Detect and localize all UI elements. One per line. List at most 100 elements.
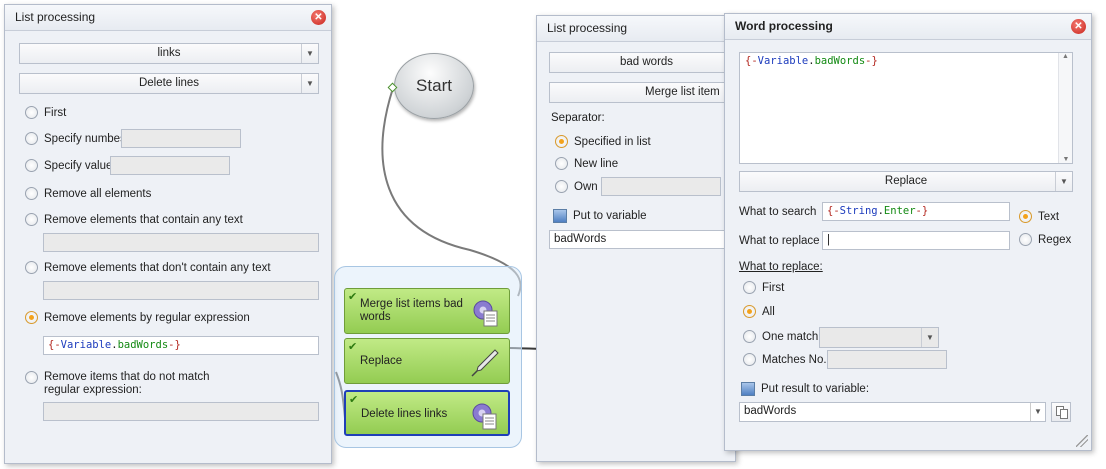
what-to-replace-label: What to replace bbox=[739, 235, 820, 247]
radio-remove-contain[interactable]: Remove elements that contain any text bbox=[25, 213, 243, 226]
chevron-down-icon[interactable]: ▼ bbox=[1055, 172, 1072, 191]
remove-contain-input[interactable] bbox=[43, 233, 319, 252]
radio-icon bbox=[25, 187, 38, 200]
search-name: Enter bbox=[883, 205, 916, 217]
sep-own-input[interactable] bbox=[601, 177, 721, 196]
pen-icon bbox=[471, 349, 499, 377]
list-select[interactable]: links ▼ bbox=[19, 43, 319, 64]
start-label: Start bbox=[416, 76, 452, 95]
radio-icon bbox=[743, 353, 756, 366]
specify-value-input[interactable] bbox=[110, 156, 230, 175]
node-label-line2: words bbox=[360, 311, 391, 323]
remove-not-contain-input[interactable] bbox=[43, 281, 319, 300]
radio-icon bbox=[555, 157, 568, 170]
checkbox-label: Put to variable bbox=[573, 210, 647, 222]
radio-label: Text bbox=[1038, 210, 1060, 223]
radio-sep-specified[interactable]: Specified in list bbox=[555, 135, 651, 148]
radio-icon bbox=[25, 261, 38, 274]
close-icon[interactable]: ✕ bbox=[1071, 19, 1086, 34]
radio-opt-first[interactable]: First bbox=[743, 281, 784, 294]
put-to-variable-checkbox[interactable]: Put to variable bbox=[553, 209, 647, 223]
node-label: Merge list items bad words bbox=[360, 298, 463, 324]
text-close: -} bbox=[865, 55, 878, 67]
node-label-line1: Merge list items bad bbox=[360, 298, 463, 310]
radio-icon bbox=[25, 159, 38, 172]
scroll-down-icon[interactable]: ▼ bbox=[1062, 156, 1070, 163]
replace-action-select[interactable]: Replace ▼ bbox=[739, 171, 1073, 192]
chevron-down-icon[interactable]: ▼ bbox=[1030, 403, 1045, 421]
radio-opt-matches-no[interactable]: Matches No. bbox=[743, 353, 827, 366]
radio-sep-newline[interactable]: New line bbox=[555, 157, 618, 170]
what-to-replace-section-label: What to replace: bbox=[739, 261, 823, 273]
text-area-content: {-Variable.badWords-} bbox=[745, 55, 878, 67]
mid-action-select-value: Merge list item bbox=[645, 86, 720, 98]
mid-list-select-value: bad words bbox=[620, 56, 674, 68]
chevron-down-icon[interactable]: ▼ bbox=[921, 328, 938, 347]
copy-icon[interactable] bbox=[1051, 402, 1071, 422]
radio-specify-value[interactable]: Specify value bbox=[25, 159, 112, 172]
text-area[interactable]: {-Variable.badWords-} ▲ ▼ bbox=[739, 52, 1073, 164]
radio-label: All bbox=[762, 305, 775, 318]
mid-action-select[interactable]: Merge list item bbox=[549, 82, 749, 103]
left-list-processing-panel: List processing ✕ links ▼ Delete lines ▼… bbox=[4, 4, 332, 464]
action-select[interactable]: Delete lines ▼ bbox=[19, 73, 319, 94]
what-to-replace-input[interactable]: | bbox=[822, 231, 1010, 250]
radio-remove-all[interactable]: Remove all elements bbox=[25, 187, 151, 200]
replace-action-value: Replace bbox=[884, 175, 928, 187]
radio-remove-not-match[interactable]: Remove items that do not match regular e… bbox=[25, 371, 210, 397]
radio-sep-own[interactable]: Own bbox=[555, 180, 598, 193]
check-icon: ✔ bbox=[349, 394, 359, 406]
radio-label: Remove all elements bbox=[44, 187, 152, 200]
radio-remove-regex[interactable]: Remove elements by regular expression bbox=[25, 311, 250, 324]
radio-label: First bbox=[762, 281, 785, 294]
text-dot: . bbox=[808, 55, 815, 67]
node-replace[interactable]: ✔ Replace bbox=[344, 338, 510, 384]
radio-selected-icon bbox=[743, 305, 756, 318]
radio-specify-numbers[interactable]: Specify numbes bbox=[25, 132, 126, 145]
regex-input[interactable]: {-Variable.badWords-} bbox=[43, 336, 319, 355]
remove-not-match-input[interactable] bbox=[43, 402, 319, 421]
result-variable-input[interactable]: badWords ▼ bbox=[739, 402, 1046, 422]
start-node[interactable]: Start bbox=[394, 53, 474, 119]
word-processing-panel: Word processing ✕ {-Variable.badWords-} … bbox=[724, 13, 1092, 451]
node-delete-lines[interactable]: ✔ Delete lines links bbox=[344, 390, 510, 436]
mid-list-select[interactable]: bad words bbox=[549, 52, 749, 73]
radio-label: First bbox=[44, 106, 67, 119]
mid-list-processing-panel: List processing bad words Merge list ite… bbox=[536, 15, 749, 462]
matches-no-input[interactable] bbox=[827, 350, 947, 369]
radio-label: Regex bbox=[1038, 233, 1072, 246]
resize-grip-icon[interactable] bbox=[1076, 435, 1088, 447]
scroll-up-icon[interactable]: ▲ bbox=[1062, 53, 1069, 60]
mid-variable-input[interactable]: badWords bbox=[549, 230, 749, 249]
right-panel-title: Word processing bbox=[725, 14, 1091, 40]
radio-remove-not-contain[interactable]: Remove elements that don't contain any t… bbox=[25, 261, 271, 274]
result-variable-value: badWords bbox=[744, 405, 797, 417]
radio-icon bbox=[25, 106, 38, 119]
regex-kw: Variable bbox=[60, 339, 112, 351]
radio-first[interactable]: First bbox=[25, 106, 66, 119]
radio-label: Remove elements that don't contain any t… bbox=[44, 261, 271, 274]
put-result-checkbox[interactable]: Put result to variable: bbox=[741, 382, 869, 396]
radio-mode-regex[interactable]: Regex bbox=[1019, 233, 1071, 246]
radio-mode-text[interactable]: Text bbox=[1019, 210, 1059, 223]
node-merge-list-items[interactable]: ✔ Merge list items bad words bbox=[344, 288, 510, 334]
node-label: Delete lines links bbox=[361, 408, 448, 420]
chevron-down-icon[interactable]: ▼ bbox=[301, 44, 318, 63]
close-icon[interactable]: ✕ bbox=[311, 10, 326, 25]
radio-opt-one-match[interactable]: One match bbox=[743, 330, 818, 343]
gear-document-icon bbox=[472, 403, 497, 430]
separator-label: Separator: bbox=[551, 112, 605, 124]
text-area-scrollbar[interactable]: ▲ ▼ bbox=[1058, 53, 1072, 163]
radio-selected-icon bbox=[1019, 210, 1032, 223]
radio-label: New line bbox=[574, 157, 619, 170]
action-select-value: Delete lines bbox=[138, 77, 200, 89]
text-name: badWords bbox=[814, 55, 866, 67]
checkbox-label: Put result to variable: bbox=[761, 383, 870, 395]
specify-numbers-input[interactable] bbox=[121, 129, 241, 148]
text-kw: Variable bbox=[757, 55, 809, 67]
one-match-select[interactable]: ▼ bbox=[819, 327, 939, 348]
chevron-down-icon[interactable]: ▼ bbox=[301, 74, 318, 93]
search-close: -} bbox=[915, 205, 929, 217]
radio-opt-all[interactable]: All bbox=[743, 305, 775, 318]
what-to-search-input[interactable]: {-String.Enter-} bbox=[822, 202, 1010, 221]
